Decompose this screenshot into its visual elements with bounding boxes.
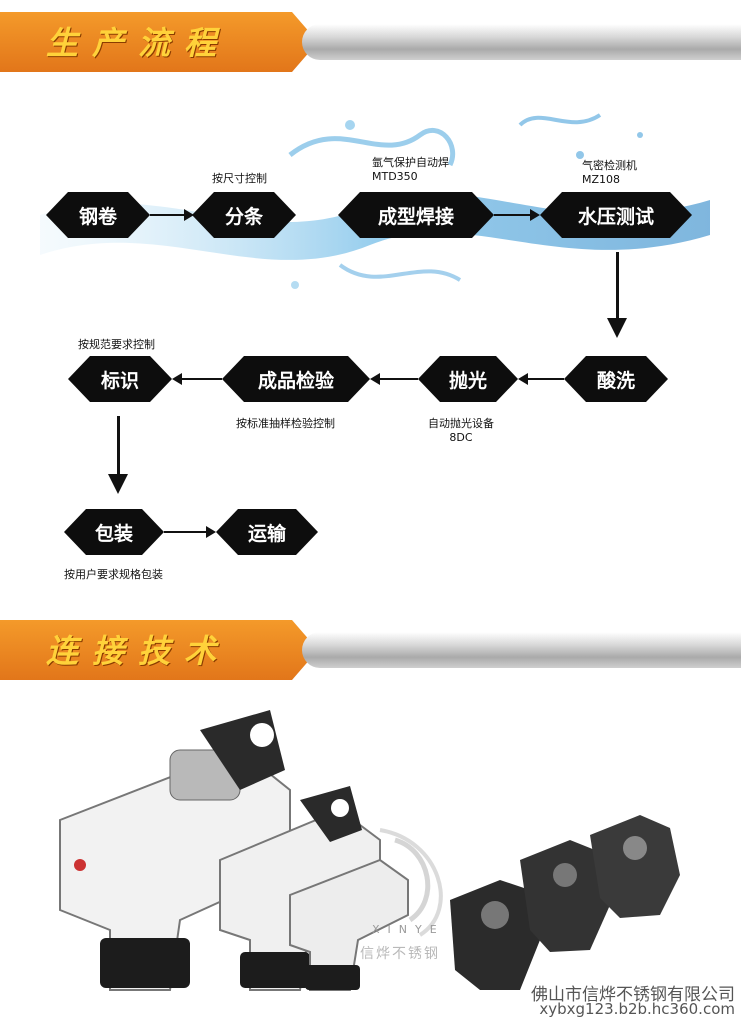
banner-silver-bar [302,632,741,668]
note-weld-line1: 氩气保护自动焊 [372,156,449,169]
arrow-inspect-label [182,378,222,380]
arrow-pickle-polish [528,378,564,380]
arrow-pickle-polish-head [518,373,528,385]
note-polish: 自动抛光设备 8DC [428,415,494,444]
section-banner-connection: 连接技术 [0,620,741,680]
step-polish: 抛光 [418,356,518,402]
note-inspect: 按标准抽样检验控制 [236,417,335,430]
section-banner-production: 生产流程 [0,12,741,72]
arrow-inspect-label-head [172,373,182,385]
press-tools-image [59,710,680,991]
step-ship: 运输 [216,509,318,555]
step-inspect: 成品检验 [222,356,370,402]
step-coil: 钢卷 [46,192,150,238]
company-url-watermark: xybxg123.b2b.hc360.com [539,1000,735,1018]
note-test-line2: MZ108 [582,173,621,186]
note-test-line1: 气密检测机 [582,159,637,172]
note-weld: 氩气保护自动焊 MTD350 [372,154,449,183]
note-label: 按规范要求控制 [78,338,155,351]
step-pack: 包装 [64,509,164,555]
press-tool-large [59,710,291,991]
step-weld: 成型焊接 [338,192,494,238]
note-weld-line2: MTD350 [372,170,418,183]
brand-logo-mark [379,828,443,937]
step-label: 标识 [68,356,172,402]
arrow-pack-ship [164,531,208,533]
press-tool-small [289,858,409,991]
step-pickle: 酸洗 [564,356,668,402]
arrow-weld-test [494,214,532,216]
company-name-watermark: 佛山市信烨不锈钢有限公司 [531,985,735,1005]
banner-orange-tab [0,12,318,72]
arrow-coil-slit [150,214,186,216]
banner-silver-bar [302,24,741,60]
arrow-pack-ship-head [206,526,216,538]
press-jaws [450,815,680,990]
arrow-polish-inspect-head [370,373,380,385]
arrow-coil-slit-head [184,209,194,221]
brand-logo-cn: 信烨不锈钢 [360,946,440,962]
note-polish-line1: 自动抛光设备 [428,417,494,430]
banner-orange-tab [0,620,318,680]
note-polish-line2: 8DC [449,431,473,444]
arrow-weld-test-head [530,209,540,221]
arrow-label-pack-head [108,474,128,494]
arrow-polish-inspect [380,378,418,380]
step-pressure-test: 水压测试 [540,192,692,238]
arrow-label-pack [117,416,120,476]
brand-logo-en: XINYE [372,923,445,936]
section-title: 生产流程 [46,24,231,62]
arrow-test-pickle [616,252,619,320]
section-title: 连接技术 [46,632,231,670]
note-test: 气密检测机 MZ108 [582,157,637,186]
step-slit: 分条 [192,192,296,238]
arrow-test-pickle-head [607,318,627,338]
note-slit: 按尺寸控制 [212,172,267,185]
note-pack: 按用户要求规格包装 [64,568,163,581]
